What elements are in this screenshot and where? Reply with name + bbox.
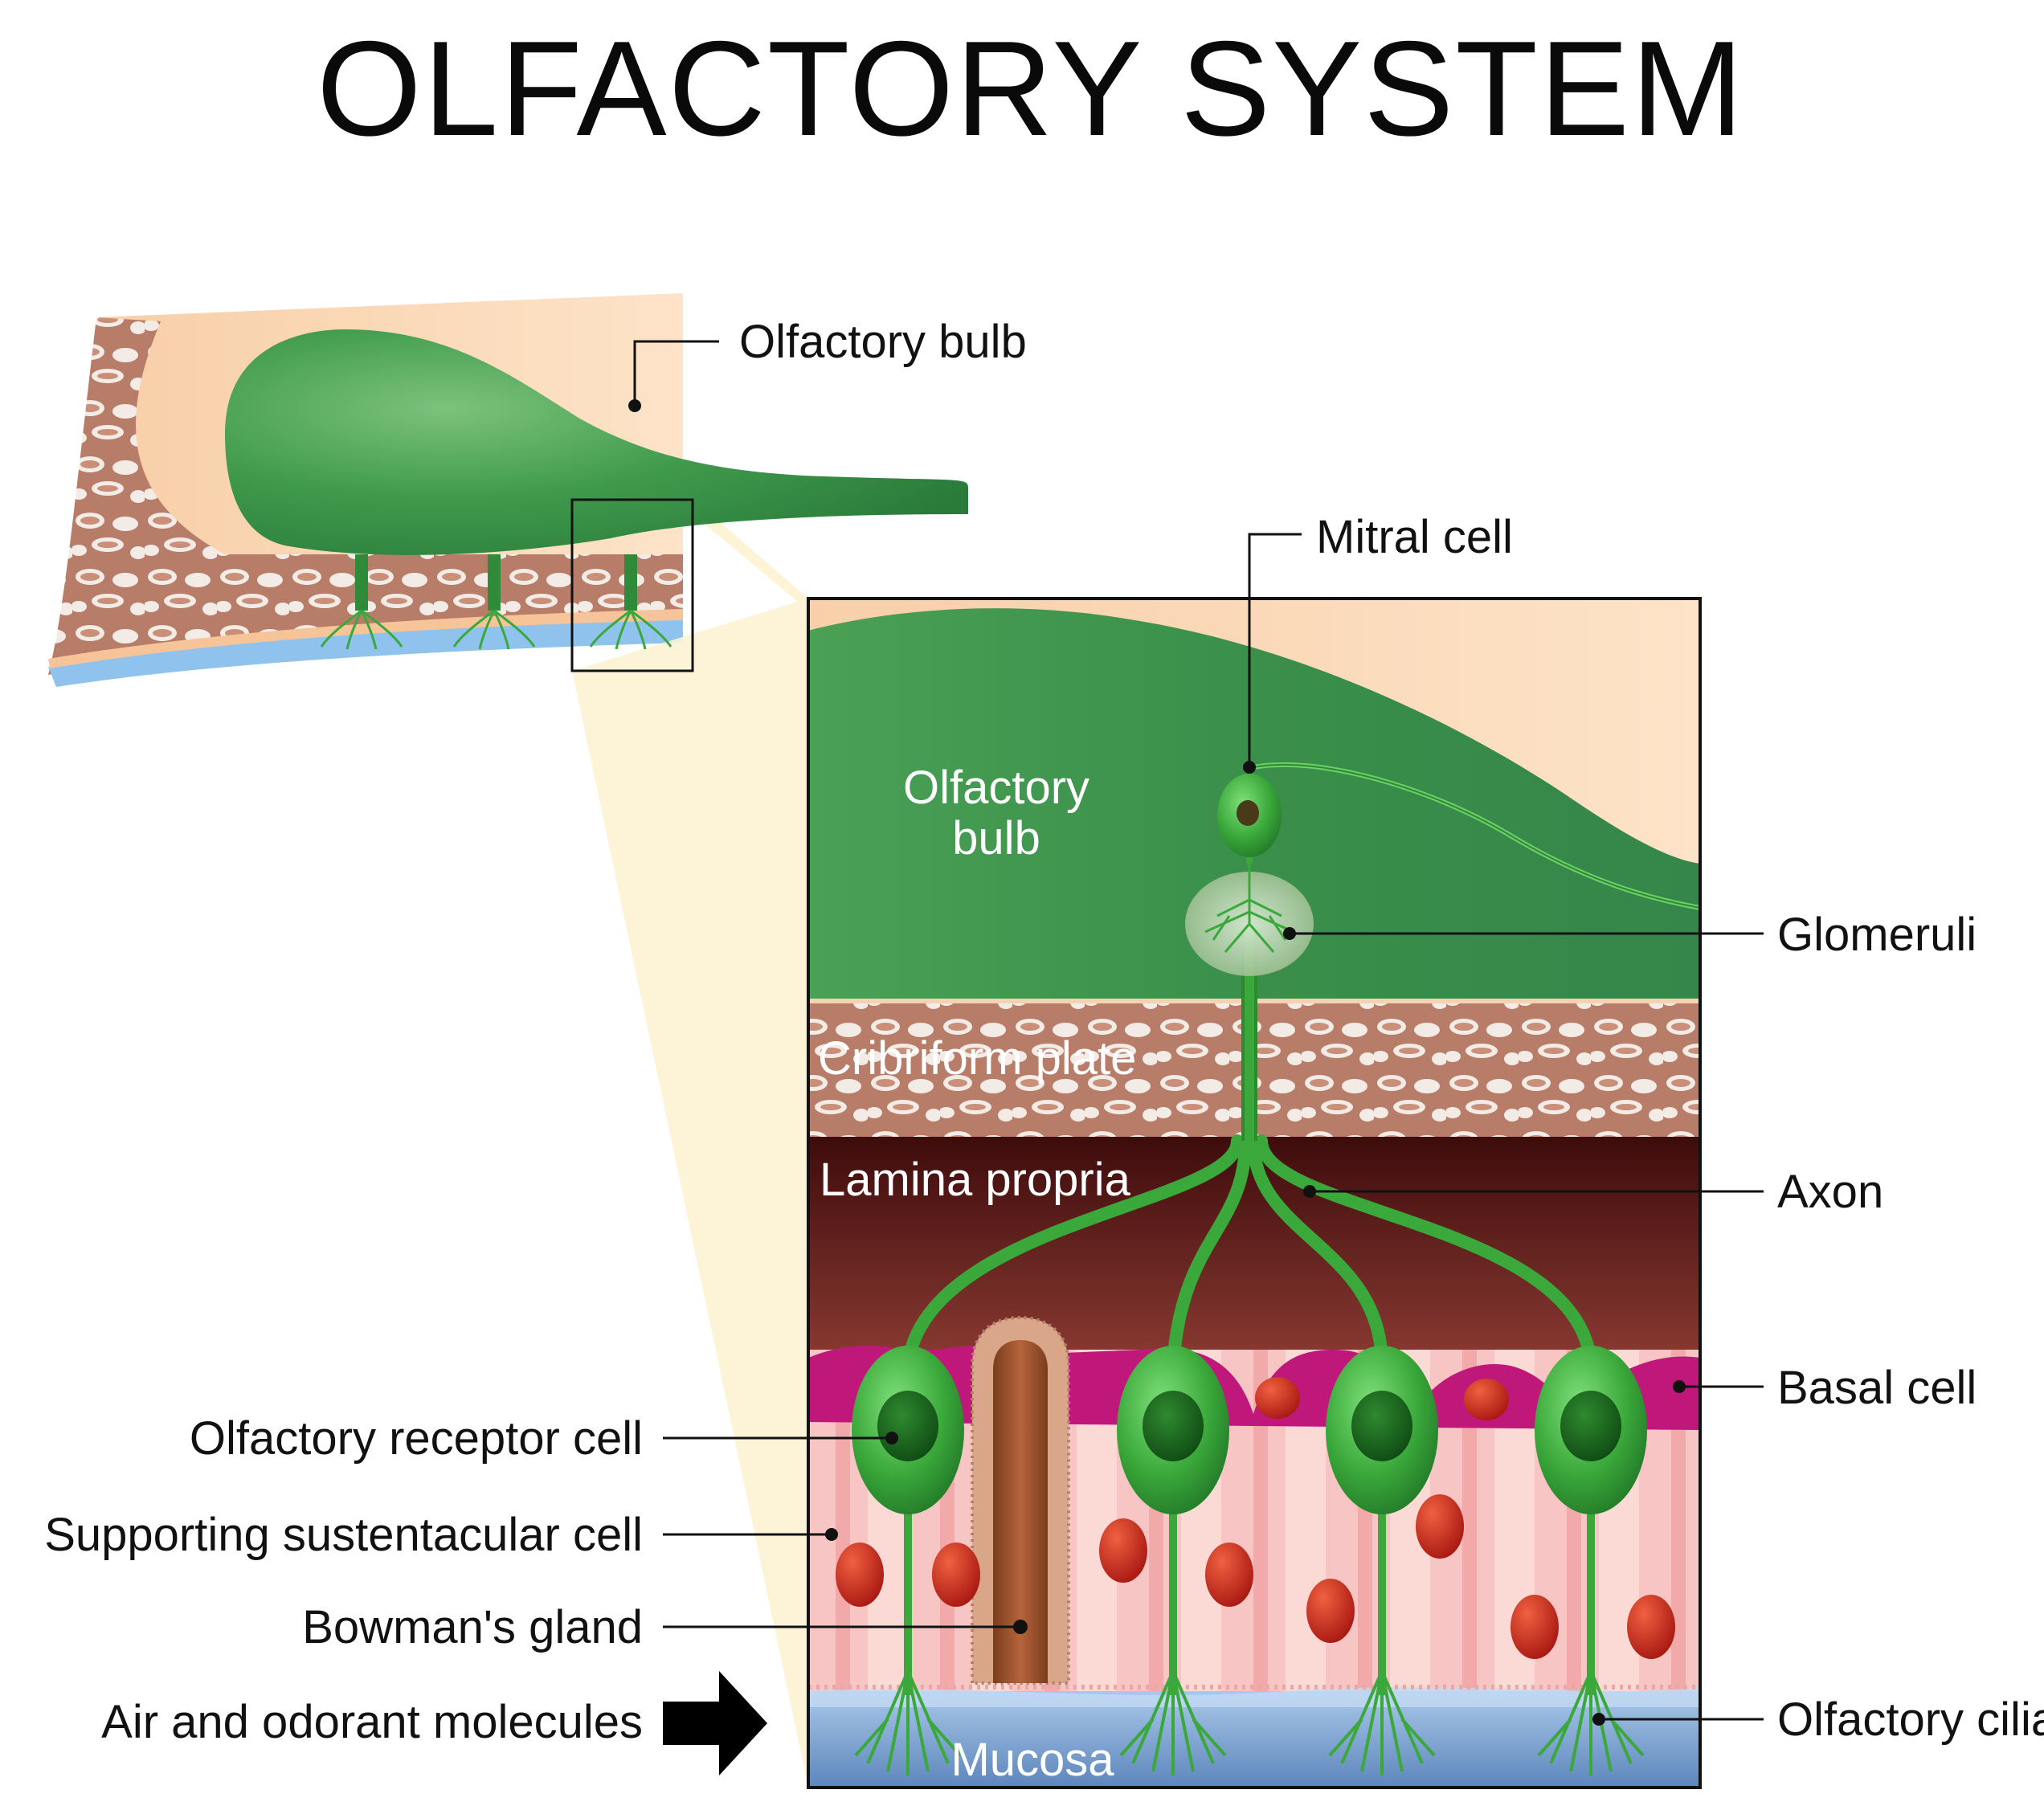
label-mitral-cell: Mitral cell (1316, 511, 1513, 563)
callout-basal-cell: Basal cell (1673, 1362, 1977, 1414)
label-supporting-cell: Supporting sustentacular cell (44, 1509, 643, 1561)
page-title: OLFACTORY SYSTEM (317, 13, 1745, 164)
olfactory-bulb-overview (225, 329, 969, 555)
callout-air-molecules: Air and odorant molecules (101, 1671, 767, 1775)
overview-illustration (48, 293, 969, 1788)
label-lamina-propria: Lamina propria (820, 1154, 1131, 1206)
label-olfactory-bulb-detail-2: bulb (952, 812, 1040, 864)
callout-glomeruli: Glomeruli (1283, 909, 1977, 961)
callout-bowmans-gland: Bowman's gland (302, 1601, 1028, 1653)
label-olfactory-bulb-overview: Olfactory bulb (739, 316, 1027, 368)
detail-frame (807, 597, 1702, 1789)
label-axon: Axon (1777, 1166, 1883, 1218)
callout-olfactory-bulb-overview: Olfactory bulb (628, 316, 1027, 412)
mitral-cell (1217, 774, 1282, 864)
label-mucosa: Mucosa (950, 1734, 1114, 1786)
receptor-cell (1326, 1346, 1438, 1775)
receptor-cell (1535, 1346, 1647, 1775)
detail-panel: Olfactory bulb Cribriform plate Lamina p… (808, 599, 1700, 1788)
zoom-cone (572, 599, 808, 1788)
olfactory-receptor-cells (852, 1346, 1647, 1775)
glomerulus (1185, 864, 1314, 976)
receptor-cell (1117, 1346, 1229, 1775)
label-glomeruli: Glomeruli (1777, 909, 1977, 961)
callout-supporting-cell: Supporting sustentacular cell (44, 1509, 838, 1561)
label-olfactory-bulb-detail-1: Olfactory (903, 762, 1089, 814)
callout-axon: Axon (1303, 1166, 1883, 1218)
axon-bundle (901, 925, 1597, 1372)
supporting-cell-nuclei (836, 1494, 1675, 1659)
callout-mitral-cell: Mitral cell (1243, 511, 1513, 774)
callout-olfactory-cilia: Olfactory cilia (1592, 1694, 2044, 1746)
label-olfactory-cilia: Olfactory cilia (1777, 1694, 2044, 1746)
label-cribriform-plate: Cribriform plate (818, 1032, 1136, 1085)
label-basal-cell: Basal cell (1777, 1362, 1977, 1414)
bowmans-gland (971, 1315, 1070, 1685)
label-air-molecules: Air and odorant molecules (101, 1696, 643, 1748)
skull-bone-overview (48, 317, 683, 675)
label-bowmans-gland: Bowman's gland (302, 1601, 643, 1653)
label-olfactory-receptor-cell: Olfactory receptor cell (190, 1412, 643, 1465)
basal-cell-nuclei (1255, 1377, 1509, 1420)
callout-olfactory-receptor-cell: Olfactory receptor cell (190, 1412, 898, 1465)
arrow-right-icon (663, 1671, 767, 1775)
zoom-box (570, 498, 694, 672)
